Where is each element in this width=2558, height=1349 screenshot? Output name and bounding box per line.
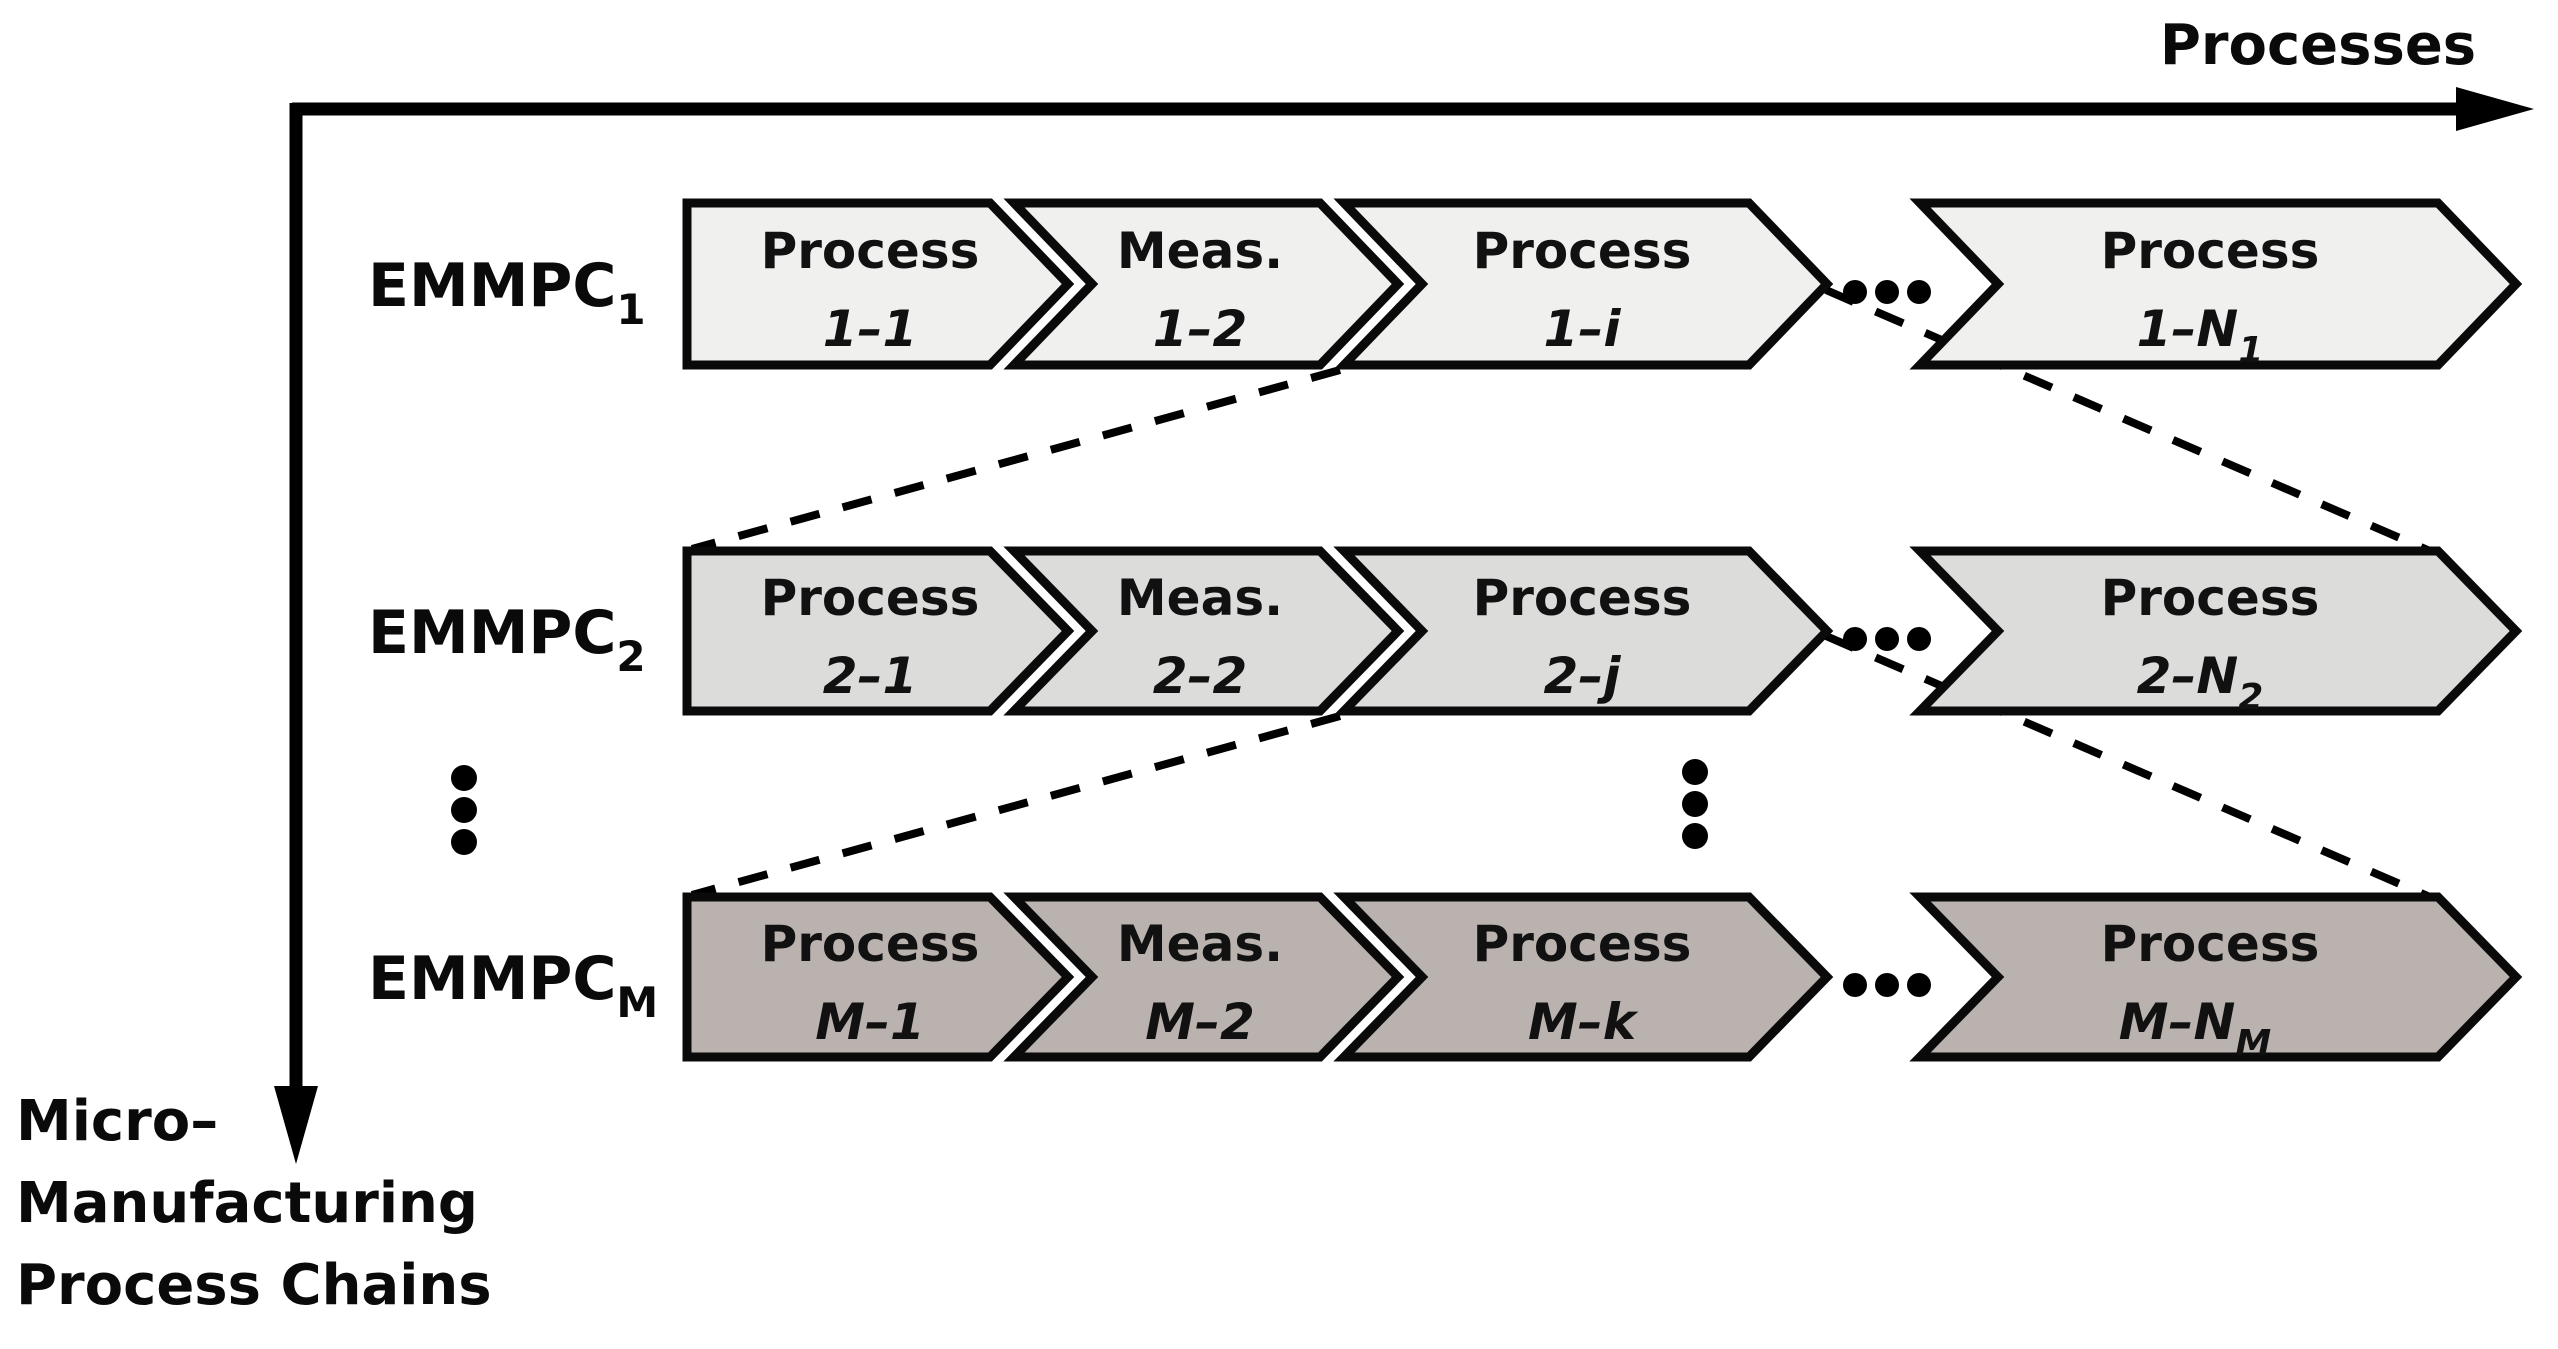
- process-step-1-i: [1333, 198, 1834, 370]
- process-step-1-N1: [1909, 198, 2523, 370]
- step-label-line1: Meas.: [1117, 569, 1283, 627]
- step-label-line2: 1–N1: [2137, 300, 2264, 371]
- step-label-line2: 2–N2: [2137, 647, 2264, 718]
- step-label-line1: Process: [761, 222, 980, 280]
- ellipsis-horizontal-icon: [1843, 627, 1931, 651]
- step-label-line1: Process: [761, 569, 980, 627]
- y-axis-arrowhead-icon: [274, 1086, 318, 1164]
- x-axis: Processes: [292, 13, 2534, 131]
- step-label-line2: M–NM: [2119, 993, 2272, 1064]
- step-label-line1: Process: [2101, 915, 2320, 973]
- dashed-link-row2-to-row3-left: [690, 712, 1342, 899]
- chain-row-1: EMMPC1 Process 1–1 Meas. 1–2 Process 1–i…: [368, 198, 2523, 371]
- step-label-line1: Process: [2101, 569, 2320, 627]
- step-label-line2: 2–1: [823, 647, 918, 705]
- process-step-2-N2: [1909, 546, 2523, 716]
- meas-step-M-2: [1003, 892, 1405, 1062]
- y-axis-title-line3: Process Chains: [16, 1253, 492, 1318]
- step-label-line2: 2–2: [1153, 647, 1248, 705]
- step-label-line2: 2–j: [1544, 647, 1622, 705]
- x-axis-arrowhead-icon: [2456, 87, 2534, 131]
- meas-step-1-2: [1003, 198, 1405, 370]
- chain-label-emmpcM: EMMPCM: [368, 944, 658, 1027]
- dashed-link-row1-to-row2-right: [1824, 286, 2432, 555]
- step-label-line2: 1–2: [1153, 300, 1248, 358]
- step-label-line2: M–2: [1145, 993, 1255, 1051]
- x-axis-title: Processes: [2160, 13, 2476, 78]
- process-step-M-k: [1333, 892, 1834, 1062]
- ellipsis-horizontal-icon: [1843, 973, 1931, 997]
- y-axis-title-line2: Manufacturing: [16, 1171, 478, 1236]
- step-label-line2: M–k: [1528, 993, 1639, 1051]
- step-label-line1: Process: [1473, 915, 1692, 973]
- ellipsis-horizontal-icon: [1843, 280, 1931, 304]
- step-label-line1: Process: [761, 915, 980, 973]
- process-step-M-NM: [1909, 892, 2523, 1062]
- step-label-line1: Meas.: [1117, 915, 1283, 973]
- step-label-line1: Process: [1473, 569, 1692, 627]
- chain-row-2: EMMPC2 Process 2–1 Meas. 2–2 Process 2–j…: [368, 546, 2523, 718]
- process-step-2-1: [682, 546, 1075, 716]
- meas-step-2-2: [1003, 546, 1405, 716]
- dashed-link-row2-to-row3-right: [1824, 632, 2432, 901]
- y-axis-title-line1: Micro–: [16, 1089, 218, 1154]
- ellipsis-vertical-icon: [1682, 759, 1708, 849]
- ellipsis-vertical-icon: [451, 765, 477, 855]
- step-label-line1: Process: [1473, 222, 1692, 280]
- dashed-link-row1-to-row2-left: [690, 366, 1342, 553]
- process-step-2-j: [1333, 546, 1834, 716]
- process-step-1-1: [682, 198, 1075, 370]
- process-step-M-1: [682, 892, 1075, 1062]
- chain-label-emmpc1: EMMPC1: [368, 251, 646, 334]
- step-label-line1: Process: [2101, 222, 2320, 280]
- step-label-line1: Meas.: [1117, 222, 1283, 280]
- step-label-line2: 1–i: [1544, 300, 1622, 358]
- step-label-line2: 1–1: [823, 300, 918, 358]
- step-label-line2: M–1: [815, 993, 925, 1051]
- y-axis: Micro– Manufacturing Process Chains: [16, 103, 492, 1318]
- chain-row-M: EMMPCM Process M–1 Meas. M–2 Process M–k…: [368, 892, 2523, 1064]
- dashed-connector-lines: [690, 286, 2432, 901]
- chain-label-emmpc2: EMMPC2: [368, 598, 646, 681]
